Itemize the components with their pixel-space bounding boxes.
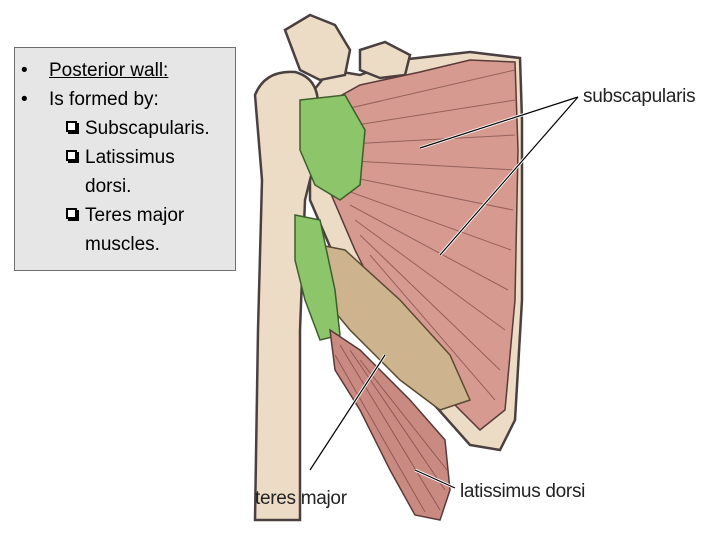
bullet-text: Is formed by:: [49, 89, 159, 110]
latissimus-fibers: [334, 344, 448, 513]
bullet-text: Posterior wall:: [49, 60, 169, 81]
subscapularis-tendon: [299, 94, 366, 201]
label-pointers-dark: [309, 96, 579, 489]
humerus-bone: [253, 70, 320, 522]
sub-item: Teres major: [19, 201, 231, 230]
sub-item-continuation: dorsi.: [19, 172, 231, 201]
square-bullet-icon: [66, 121, 79, 134]
shoulder-anatomy-illustration: [253, 13, 580, 522]
label-subscapularis: subscapularis: [583, 86, 696, 107]
bullet-item: • Posterior wall:: [19, 56, 231, 85]
sub-item-text: Subscapularis.: [85, 118, 210, 139]
subscapularis-muscle: [314, 59, 519, 432]
teres-tendon: [294, 214, 341, 341]
text-box: • Posterior wall: • Is formed by: Subsca…: [14, 47, 236, 271]
sub-item: Latissimus: [19, 143, 231, 172]
sub-item-text: Teres major: [85, 205, 185, 226]
sub-item-text: dorsi.: [85, 176, 132, 197]
square-bullet-icon: [66, 208, 79, 221]
bullet-item: • Is formed by:: [19, 85, 231, 114]
acromion-bone: [283, 13, 352, 82]
sub-item-text: muscles.: [85, 234, 160, 255]
square-bullet-icon: [66, 150, 79, 163]
sub-item-continuation: muscles.: [19, 230, 231, 259]
bullet-icon: •: [21, 89, 28, 110]
sub-item: Subscapularis.: [19, 114, 231, 143]
sub-item-text: Latissimus: [85, 147, 175, 168]
label-teres-major: teres major: [255, 488, 347, 509]
coracoid-bone: [358, 40, 412, 80]
label-latissimus-dorsi: latissimus dorsi: [460, 481, 586, 502]
bullet-icon: •: [21, 60, 28, 81]
